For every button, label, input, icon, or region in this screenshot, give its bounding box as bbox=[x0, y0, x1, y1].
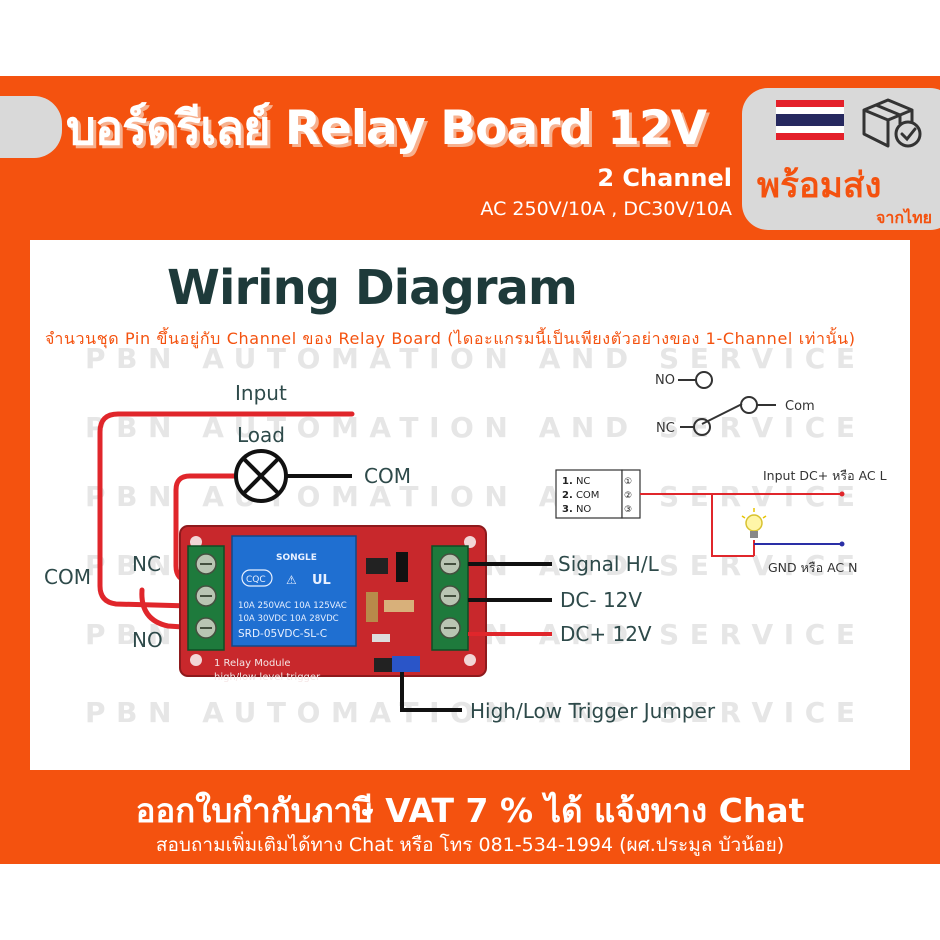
terminal-num: 3. bbox=[562, 504, 573, 515]
terminal-name: NC bbox=[576, 476, 590, 487]
terminal-name: COM bbox=[576, 490, 599, 501]
com-contact-icon bbox=[740, 396, 758, 414]
signal-label: Signal H/L bbox=[558, 552, 660, 576]
svg-text:2. COM: 2. COM bbox=[562, 490, 599, 501]
dc-minus-label: DC- 12V bbox=[560, 588, 642, 612]
terminal-num: 2. bbox=[562, 490, 573, 501]
module-text-2: high/low level trigger bbox=[214, 672, 321, 683]
relay-model: SRD-05VDC-SL-C bbox=[238, 628, 327, 640]
thailand-flag-icon bbox=[776, 100, 844, 140]
relay-rating-1: 10A 250VAC 10A 125VAC bbox=[238, 601, 347, 611]
com-left-label: COM bbox=[44, 565, 91, 589]
lamp-icon bbox=[745, 514, 763, 532]
nc-label: NC bbox=[132, 552, 161, 576]
gnd-ac-label: GND หรือ AC N bbox=[768, 560, 857, 575]
svg-text:3. NO: 3. NO bbox=[562, 504, 591, 515]
input-label: Input bbox=[235, 381, 287, 405]
decorative-tab bbox=[0, 96, 62, 158]
watermark-line: PBN AUTOMATION AND SERVICE bbox=[85, 342, 855, 375]
load-label: Load bbox=[237, 423, 285, 447]
terminal-pin: ② bbox=[624, 491, 632, 501]
relay-brand: SONGLE bbox=[276, 553, 317, 563]
module-text-1: 1 Relay Module bbox=[214, 658, 291, 669]
jumper-label: High/Low Trigger Jumper bbox=[470, 699, 716, 723]
switch-nc-label: NC bbox=[656, 421, 675, 436]
vat-invoice-text: ออกใบกำกับภาษี VAT 7 % ได้ แจ้งทาง Chat bbox=[135, 791, 805, 830]
svg-text:1. NC: 1. NC bbox=[562, 476, 590, 487]
terminal-num: 1. bbox=[562, 476, 573, 487]
switch-com-label: Com bbox=[785, 399, 815, 414]
watermark-group: PBN AUTOMATION AND SERVICE PBN AUTOMATIO… bbox=[85, 342, 855, 729]
ships-from-thailand-text: จากไทย bbox=[875, 208, 932, 227]
svg-text:CQC: CQC bbox=[246, 575, 266, 585]
no-contact-icon bbox=[695, 371, 713, 389]
switch-no-label: NO bbox=[655, 373, 675, 388]
jumper-wire bbox=[400, 672, 462, 712]
svg-text:UL: UL bbox=[312, 573, 331, 588]
input-wire bbox=[97, 411, 355, 609]
terminal-name: NO bbox=[576, 504, 591, 515]
no-wire bbox=[139, 587, 201, 631]
watermark-line: PBN AUTOMATION AND SERVICE bbox=[85, 480, 855, 513]
ready-to-ship-text: พร้อมส่ง bbox=[757, 166, 882, 206]
relay-rating-2: 10A 30VDC 10A 28VDC bbox=[238, 614, 339, 624]
wiring-diagram: PBN AUTOMATION AND SERVICE PBN AUTOMATIO… bbox=[44, 260, 887, 729]
input-dc-ac-label: Input DC+ หรือ AC L bbox=[763, 468, 887, 483]
no-label: NO bbox=[132, 628, 163, 652]
watermark-line: PBN AUTOMATION AND SERVICE bbox=[85, 696, 855, 729]
svg-text:⚠: ⚠ bbox=[286, 573, 297, 587]
com-right-label: COM bbox=[364, 464, 411, 488]
nc-contact-icon bbox=[693, 418, 711, 436]
diagram-title: Wiring Diagram bbox=[167, 260, 577, 316]
page-title: บอร์ดรีเลย์ Relay Board 12V bbox=[66, 101, 707, 156]
dc-plus-label: DC+ 12V bbox=[560, 622, 652, 646]
rating-subtitle: AC 250V/10A , DC30V/10A bbox=[480, 198, 732, 220]
switch-symbol: NO NC Com bbox=[655, 371, 815, 436]
terminal-pin: ① bbox=[624, 477, 632, 487]
contact-text: สอบถามเพิ่มเติมได้ทาง Chat หรือ โทร 081-… bbox=[155, 834, 785, 856]
channel-subtitle: 2 Channel bbox=[597, 164, 732, 192]
relay-component bbox=[231, 535, 357, 647]
trigger-jumper bbox=[392, 656, 420, 672]
wiring-diagram-panel: PBN AUTOMATION AND SERVICE PBN AUTOMATIO… bbox=[30, 240, 910, 770]
terminal-circuit: 1. NC 2. COM 3. NO ① ② ③ Input DC+ หรือ … bbox=[555, 468, 887, 575]
package-check-icon bbox=[862, 98, 922, 148]
left-wiring: Input Load COM COM NC NO bbox=[44, 381, 411, 652]
relay-module: SONGLE CQC ⚠ UL 10A 250VAC 10A 125VAC 10… bbox=[179, 525, 487, 683]
diagram-note: จำนวนชุด Pin ขึ้นอยู่กับ Channel ของ Rel… bbox=[45, 327, 855, 349]
right-wiring: Signal H/L DC- 12V DC+ 12V High/Low Trig… bbox=[400, 552, 716, 723]
terminal-pin: ③ bbox=[624, 505, 632, 515]
